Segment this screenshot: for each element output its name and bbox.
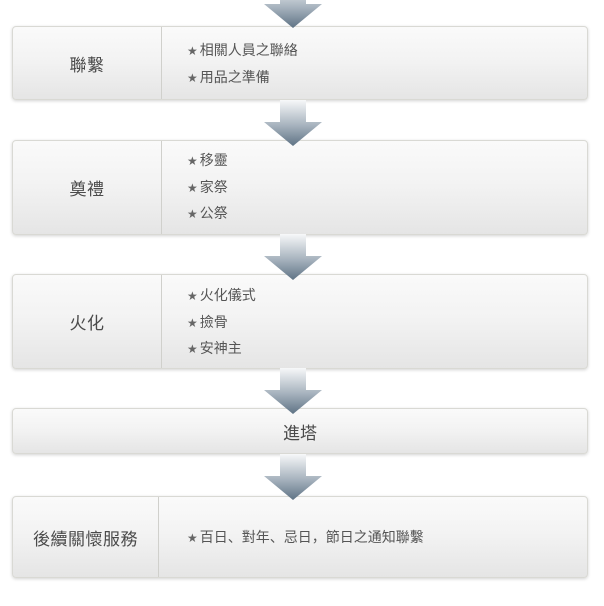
list-item: ★移靈 xyxy=(187,153,228,169)
step-items: ★百日、對年、忌日，節日之通知聯繫 xyxy=(187,525,424,552)
step-box-cremation: 火化 ★火化儀式 ★撿骨 ★安神主 xyxy=(12,274,588,369)
step-label: 後續關懷服務 xyxy=(13,497,159,577)
list-item: ★公祭 xyxy=(187,206,228,222)
star-icon: ★ xyxy=(187,154,198,168)
down-arrow-icon xyxy=(264,368,322,414)
star-icon: ★ xyxy=(187,342,198,356)
list-item: ★家祭 xyxy=(187,179,228,196)
step-box-ceremony: 奠禮 ★移靈 ★家祭 ★公祭 xyxy=(12,140,588,235)
list-item: ★撿骨 xyxy=(187,314,228,331)
step-label: 進塔 xyxy=(283,423,317,444)
step-items: ★火化儀式 ★撿骨 ★安神主 xyxy=(187,283,256,363)
step-items: ★移靈 ★家祭 ★公祭 xyxy=(187,148,228,228)
step-items: ★相關人員之聯絡 ★用品之準備 xyxy=(187,38,298,91)
star-icon: ★ xyxy=(187,289,198,303)
star-icon: ★ xyxy=(187,44,198,58)
step-box-contact: 聯繫 ★相關人員之聯絡 ★用品之準備 xyxy=(12,26,588,100)
list-item: ★相關人員之聯絡 xyxy=(187,43,298,59)
down-arrow-icon xyxy=(264,0,322,28)
star-icon: ★ xyxy=(187,180,198,195)
step-label: 奠禮 xyxy=(13,141,162,234)
star-icon: ★ xyxy=(187,315,198,330)
step-label: 火化 xyxy=(13,275,162,368)
star-icon: ★ xyxy=(187,70,198,85)
list-item: ★安神主 xyxy=(187,341,242,357)
list-item: ★用品之準備 xyxy=(187,69,270,86)
down-arrow-icon xyxy=(264,234,322,280)
list-item: ★百日、對年、忌日，節日之通知聯繫 xyxy=(187,530,424,546)
list-item: ★火化儀式 xyxy=(187,288,256,304)
star-icon: ★ xyxy=(187,531,198,545)
step-label: 聯繫 xyxy=(13,27,162,99)
star-icon: ★ xyxy=(187,207,198,221)
down-arrow-icon xyxy=(264,100,322,146)
step-box-enshrinement: 進塔 xyxy=(12,408,588,454)
step-box-aftercare: 後續關懷服務 ★百日、對年、忌日，節日之通知聯繫 xyxy=(12,496,588,578)
down-arrow-icon xyxy=(264,454,322,500)
